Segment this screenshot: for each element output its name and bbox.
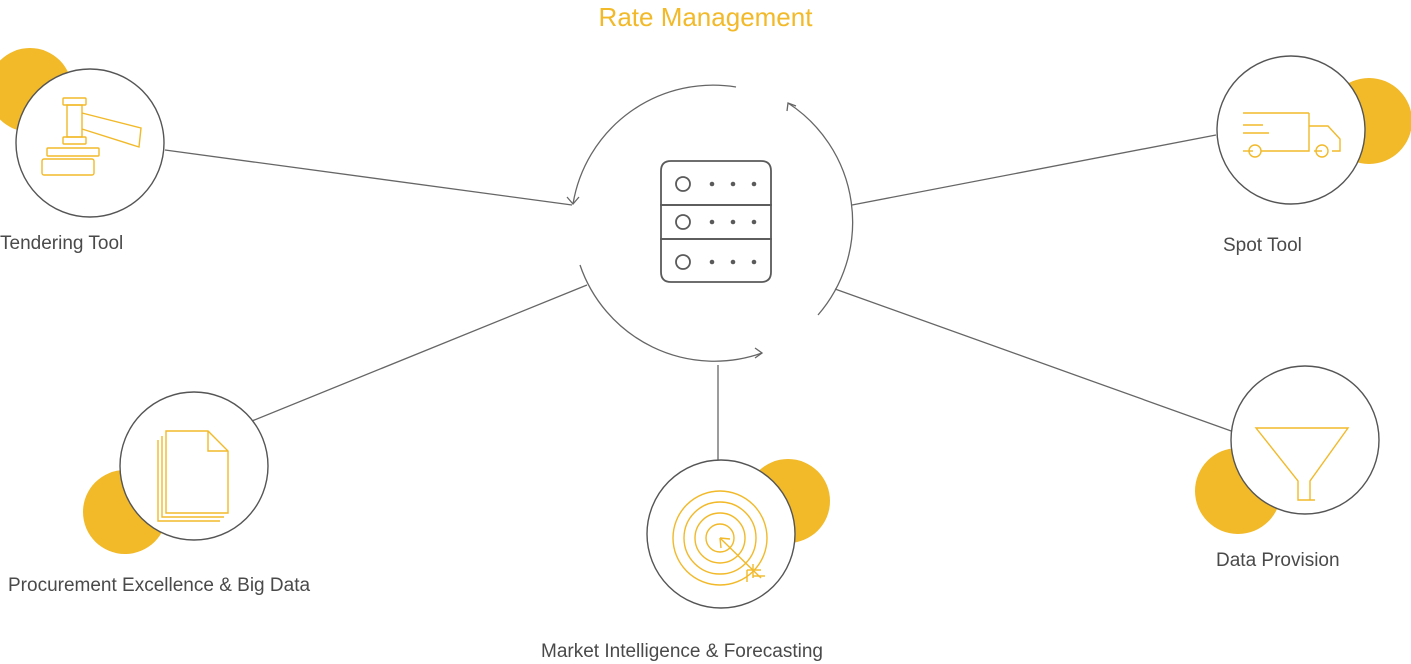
node-circle-tendering — [15, 68, 165, 218]
target-icon — [672, 490, 768, 586]
documents-icon — [157, 430, 229, 522]
connector-procurement — [246, 284, 588, 424]
cycle-arc-right — [787, 102, 854, 316]
node-circle-market — [646, 459, 796, 609]
server-icon — [660, 160, 772, 283]
cycle-arc-top-left — [572, 84, 737, 205]
label-data: Data Provision — [1216, 550, 1340, 571]
diagram-title: Rate Management — [598, 2, 813, 32]
gavel-icon — [41, 97, 142, 176]
connector-spot — [851, 134, 1217, 206]
cycle-arrowhead-top — [786, 102, 797, 112]
connector-data — [834, 288, 1235, 433]
label-tendering: Tendering Tool — [0, 233, 124, 254]
truck-icon — [1243, 112, 1341, 158]
cycle-arrowhead-bottom — [754, 347, 764, 359]
cycle-arrows — [566, 84, 854, 362]
node-circle-data — [1230, 365, 1380, 515]
node-circles — [15, 55, 1380, 609]
connector-lines — [164, 134, 1235, 463]
node-circle-procurement — [119, 391, 269, 541]
label-market: Market Intelligence & Forecasting — [541, 641, 823, 662]
connector-tendering — [164, 149, 573, 206]
cycle-arrowhead-left — [566, 196, 580, 205]
label-procurement: Procurement Excellence & Big Data — [8, 575, 311, 596]
funnel-icon — [1254, 427, 1350, 501]
cycle-arc-bottom — [579, 264, 763, 362]
label-spot: Spot Tool — [1223, 235, 1302, 256]
node-circle-spot — [1216, 55, 1366, 205]
